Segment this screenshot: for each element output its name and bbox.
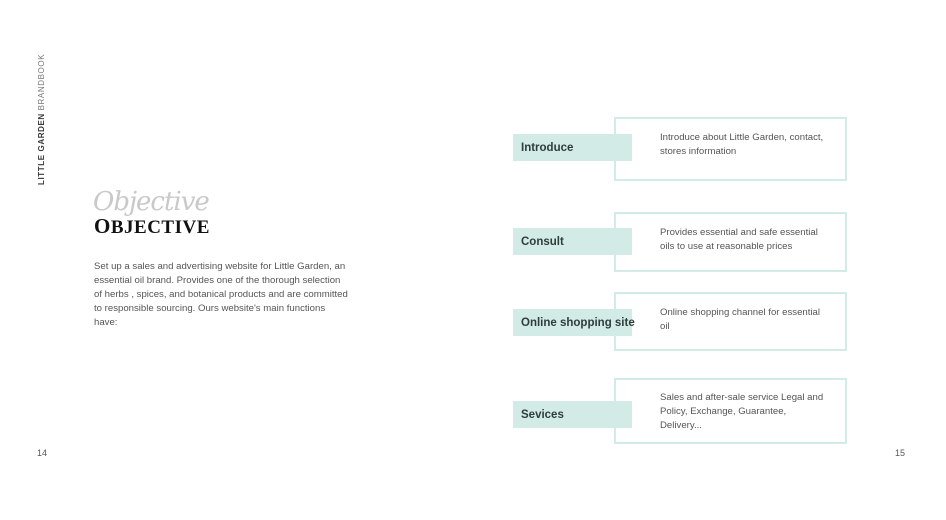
function-box-consult: Provides essential and safe essential oi… xyxy=(614,212,847,272)
function-box-introduce: Introduce about Little Garden, contact, … xyxy=(614,117,847,181)
brandbook-spine-label: LITTLE GARDEN BRANDBOOK xyxy=(37,54,46,185)
function-description: Introduce about Little Garden, contact, … xyxy=(660,132,824,157)
objective-description: Set up a sales and advertising website f… xyxy=(94,261,348,328)
section-heading: OBJECTIVE xyxy=(94,214,210,239)
function-label-introduce: Introduce xyxy=(513,134,632,161)
function-description: Provides essential and safe essential oi… xyxy=(660,227,818,252)
heading-rest: BJECTIVE xyxy=(110,217,210,238)
function-description: Sales and after-sale service Legal and P… xyxy=(660,392,824,431)
script-decoration-word: Objective xyxy=(93,187,210,217)
spine-brandbook-word: BRANDBOOK xyxy=(37,53,46,114)
function-label-services: Sevices xyxy=(513,401,632,428)
page-number-right: 15 xyxy=(895,448,906,458)
heading-first-letter: O xyxy=(94,214,111,238)
function-box-services: Sales and after-sale service Legal and P… xyxy=(614,378,847,444)
function-description: Online shopping channel for essential oi… xyxy=(660,307,821,332)
function-box-online-shopping: Online shopping channel for essential oi… xyxy=(614,292,847,351)
function-label-consult: Consult xyxy=(513,228,632,255)
page-number-left: 14 xyxy=(37,448,48,458)
function-label-online-shopping: Online shopping site xyxy=(513,309,635,336)
spine-brand-name: LITTLE GARDEN xyxy=(37,113,46,185)
